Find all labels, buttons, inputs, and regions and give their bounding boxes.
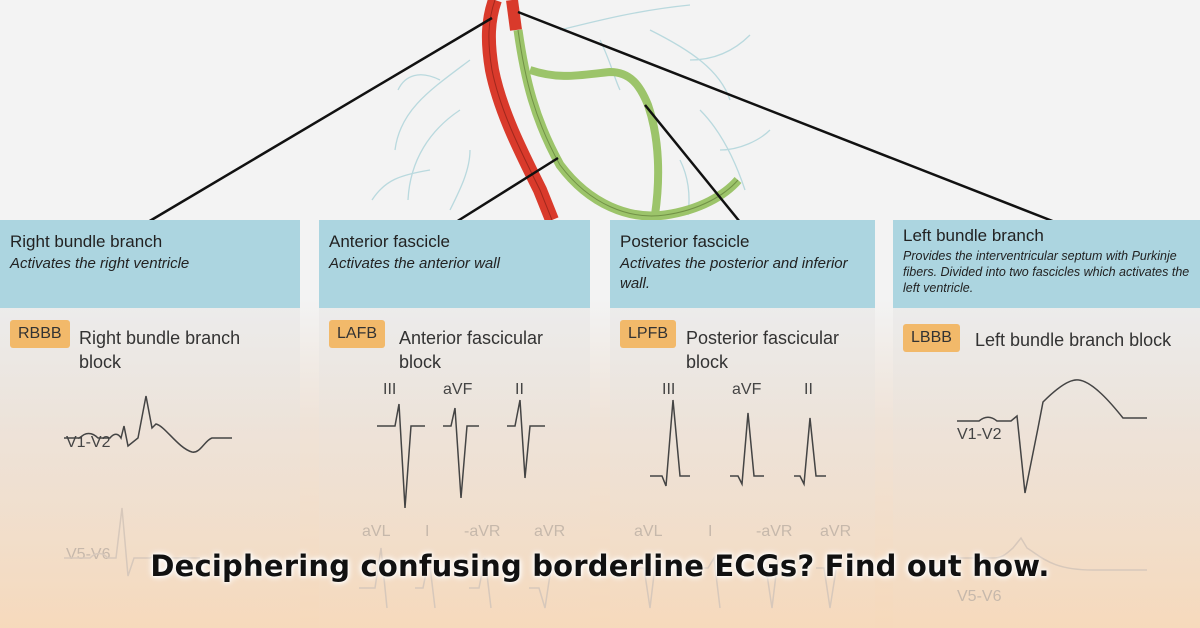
ecg-trace-lafb-i	[415, 557, 436, 609]
ecg-trace-group	[359, 399, 552, 609]
column-left-bundle-branch: Left bundle branch Provides the interven…	[893, 220, 1200, 628]
column-body: LAFB Anterior fascicular block III aVF I…	[319, 308, 590, 628]
ecg-trace-lpfb-i	[700, 555, 721, 609]
ecg-trace-lbbb-v5	[957, 536, 1147, 571]
branch-description: Activates the right ventricle	[10, 255, 190, 272]
lead-label: III	[662, 381, 676, 398]
ecg-trace-lpfb-ii	[794, 417, 826, 487]
branch-name: Right bundle branch	[10, 232, 163, 251]
ecg-trace-group	[632, 399, 837, 609]
ecg-trace-group	[957, 379, 1147, 571]
ecg-trace-lafb-minus-avr	[469, 557, 492, 609]
column-right-bundle-branch: Right bundle branch Activates the right …	[0, 220, 300, 628]
column-header: Right bundle branch Activates the right …	[0, 220, 300, 308]
branch-description: Activates the anterior wall	[329, 255, 500, 272]
ecg-trace-lafb-ii	[507, 399, 545, 479]
block-badge: LPFB	[620, 320, 677, 348]
lead-label: -aVR	[464, 523, 501, 540]
block-title: Left bundle branch block	[975, 330, 1172, 350]
column-header: Left bundle branch Provides the interven…	[893, 220, 1200, 308]
column-body: LBBB Left bundle branch block V1-V2 V5-V…	[893, 308, 1200, 628]
ecg-trace-lpfb-minus-avr	[758, 557, 779, 609]
block-title: Posterior fascicular block	[686, 328, 840, 372]
lead-label: aVR	[534, 523, 566, 540]
ecg-trace-rbbb-v1	[64, 395, 232, 453]
lead-label: V1-V2	[957, 426, 1002, 443]
column-body: LPFB Posterior fascicular block III aVF …	[610, 308, 875, 628]
branch-name: Left bundle branch	[903, 226, 1044, 245]
left-bundle-branch	[513, 29, 742, 221]
lead-label: I	[708, 523, 713, 540]
lead-label: aVL	[362, 523, 391, 540]
branch-description: Provides the interventricular septum wit…	[903, 249, 1190, 295]
block-title: Anterior fascicular block	[399, 328, 544, 372]
ecg-trace-lpfb-iii	[650, 399, 690, 487]
branch-name: Anterior fascicle	[329, 232, 450, 251]
ecg-trace-lpfb-avf	[730, 412, 764, 487]
block-title: Right bundle branch block	[79, 328, 241, 372]
ecg-trace-lafb-iii	[377, 403, 425, 509]
lead-label: I	[425, 523, 430, 540]
column-anterior-fascicle: Anterior fascicle Activates the anterior…	[319, 220, 590, 628]
ecg-trace-lpfb-avr	[816, 567, 837, 609]
ecg-trace-lafb-avl	[359, 547, 388, 609]
lead-label: aVF	[443, 381, 473, 398]
branch-name: Posterior fascicle	[620, 232, 750, 251]
branch-description: Activates the posterior and inferior wal…	[620, 255, 848, 292]
block-badge: LBBB	[903, 324, 960, 352]
ecg-trace-lpfb-avl	[632, 557, 657, 609]
block-badge: RBBB	[10, 320, 70, 348]
ecg-trace-lafb-avf	[443, 407, 479, 499]
lead-label: -aVR	[756, 523, 793, 540]
column-header: Posterior fascicle Activates the posteri…	[610, 220, 875, 308]
ecg-trace-lafb-avr	[529, 567, 552, 609]
lead-label: II	[515, 381, 524, 398]
ecg-trace-rbbb-v5	[64, 507, 200, 577]
column-header: Anterior fascicle Activates the anterior…	[319, 220, 590, 308]
lead-label: III	[383, 381, 397, 398]
ecg-trace-lbbb-v1	[957, 379, 1147, 494]
promo-caption: Deciphering confusing borderline ECGs? F…	[150, 549, 1050, 583]
lead-label: aVL	[634, 523, 663, 540]
pointer-lines	[147, 10, 1056, 224]
block-badge: LAFB	[329, 320, 386, 348]
lead-label: II	[804, 381, 813, 398]
lead-label: V5-V6	[957, 588, 1002, 605]
lead-label: aVF	[732, 381, 762, 398]
lead-label: aVR	[820, 523, 852, 540]
column-body: RBBB Right bundle branch block V1-V2 V5-…	[0, 308, 300, 628]
ecg-trace-group	[64, 395, 232, 577]
column-posterior-fascicle: Posterior fascicle Activates the posteri…	[610, 220, 875, 628]
